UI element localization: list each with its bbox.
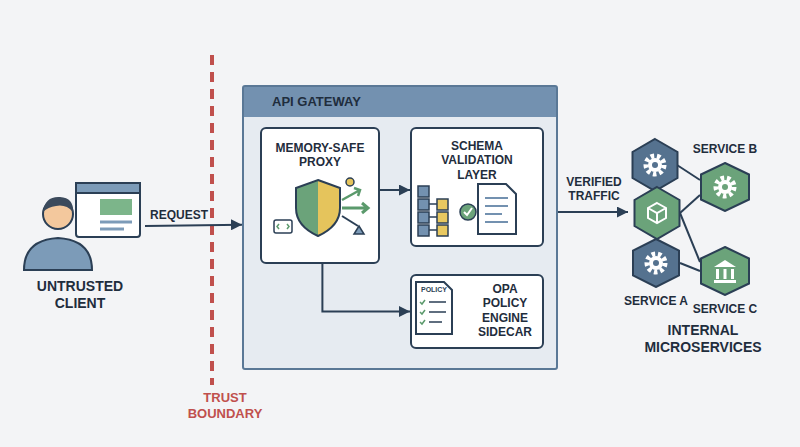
node-label: SERVICE B bbox=[685, 142, 765, 156]
shield-right bbox=[318, 180, 340, 236]
gear-hole bbox=[722, 184, 728, 190]
schema-document bbox=[478, 184, 516, 234]
icon-label: POLICY bbox=[417, 286, 451, 294]
browser-line bbox=[100, 221, 132, 224]
schema-doc-lines bbox=[485, 198, 508, 222]
bank-base bbox=[714, 280, 736, 283]
edge-label: REQUEST bbox=[150, 208, 230, 222]
browser-window bbox=[76, 183, 140, 237]
schema-branch bbox=[429, 204, 437, 230]
cube-icon bbox=[648, 203, 666, 223]
node-label: UNTRUSTED CLIENT bbox=[30, 278, 130, 312]
gear-body bbox=[649, 256, 663, 270]
service-link bbox=[677, 165, 700, 180]
schema-block bbox=[418, 199, 429, 210]
validation-box: SCHEMA VALIDATION LAYER bbox=[410, 127, 544, 247]
client-actor: UNTRUSTED CLIENT bbox=[15, 180, 145, 272]
service-link bbox=[680, 195, 700, 213]
schema-block bbox=[418, 212, 429, 223]
schema-block bbox=[437, 212, 448, 223]
hexagon-shape bbox=[701, 163, 749, 211]
trust-boundary-line bbox=[210, 55, 214, 385]
node-label: MEMORY-SAFE PROXY bbox=[267, 141, 373, 170]
person-head bbox=[43, 199, 73, 229]
node-label: API GATEWAY bbox=[272, 94, 472, 110]
proxy-arrow bbox=[342, 203, 368, 213]
gear-hole bbox=[653, 260, 659, 266]
bank-column bbox=[731, 269, 734, 279]
hexagon-outline bbox=[700, 246, 750, 296]
node-label: INTERNAL MICROSERVICES bbox=[628, 322, 778, 356]
service-link bbox=[680, 213, 700, 262]
gear-body bbox=[648, 158, 662, 172]
proxy-shape bbox=[354, 226, 364, 234]
proxy-dot bbox=[346, 178, 354, 186]
check-circle bbox=[460, 204, 476, 220]
gear-teeth bbox=[716, 178, 734, 196]
gear-hole bbox=[652, 162, 658, 168]
proxy-arrow bbox=[342, 188, 360, 200]
connector bbox=[145, 225, 242, 226]
service-hexagon bbox=[633, 139, 678, 191]
connector bbox=[680, 263, 700, 271]
bank-column bbox=[724, 269, 727, 279]
schema-block bbox=[418, 225, 429, 236]
policy-checks bbox=[420, 300, 425, 324]
hexagon-outline bbox=[632, 238, 680, 288]
gear-teeth bbox=[647, 254, 665, 272]
schema-block bbox=[437, 199, 448, 210]
hexagon-shape bbox=[633, 239, 679, 287]
hexagon-outline bbox=[700, 162, 750, 212]
gateway-container: API GATEWAY MEMORY-SAFE PROXY SCHEMA VALID… bbox=[242, 85, 558, 370]
schema-block bbox=[437, 225, 448, 236]
connector bbox=[558, 211, 628, 213]
node-label: SERVICE A bbox=[616, 294, 696, 308]
connector bbox=[380, 189, 410, 191]
node-label: OPA POLICY ENGINE SIDECAR bbox=[472, 282, 538, 340]
browser-content bbox=[100, 199, 132, 215]
service-hexagon bbox=[635, 187, 680, 239]
gear-icon bbox=[647, 254, 665, 272]
boundary-label: TRUST BOUNDARY bbox=[180, 390, 270, 421]
browser-line bbox=[100, 228, 124, 231]
cube-lines bbox=[648, 203, 666, 223]
policy-box: OPA POLICY ENGINE SIDECAR bbox=[410, 274, 544, 349]
proxy-code-box bbox=[274, 220, 292, 233]
connector bbox=[322, 264, 410, 312]
shield-outline bbox=[296, 180, 340, 236]
proxy-box: MEMORY-SAFE PROXY bbox=[260, 127, 380, 264]
service-group: INTERNAL MICROSERVICES SERVICE A SERVICE B… bbox=[628, 140, 778, 365]
proxy-code-glyph bbox=[277, 224, 289, 229]
gear-icon bbox=[716, 178, 734, 196]
service-hexagon: SERVICE A bbox=[632, 238, 680, 288]
gear-body bbox=[718, 180, 732, 194]
policy-lines bbox=[429, 302, 446, 322]
bank-icon bbox=[714, 260, 736, 283]
node-label: SCHEMA VALIDATION LAYER bbox=[434, 139, 520, 182]
policy-document bbox=[416, 282, 452, 334]
shield-left bbox=[296, 180, 318, 236]
service-hexagon: SERVICE C bbox=[700, 246, 750, 296]
gear-icon bbox=[646, 156, 664, 174]
bank-column bbox=[716, 269, 719, 279]
person-hair bbox=[43, 197, 73, 212]
schema-block bbox=[418, 186, 429, 197]
hexagon-shape bbox=[701, 247, 749, 295]
browser-bar bbox=[76, 183, 140, 193]
edge-label: VERIFIED TRAFFIC bbox=[558, 175, 630, 204]
person-body bbox=[24, 238, 92, 270]
check-mark bbox=[464, 208, 472, 215]
gear-teeth bbox=[646, 156, 664, 174]
proxy-branch bbox=[342, 216, 358, 226]
bank-roof bbox=[714, 260, 736, 267]
service-hexagon: SERVICE B bbox=[700, 162, 750, 212]
node-label: SERVICE C bbox=[685, 302, 765, 316]
